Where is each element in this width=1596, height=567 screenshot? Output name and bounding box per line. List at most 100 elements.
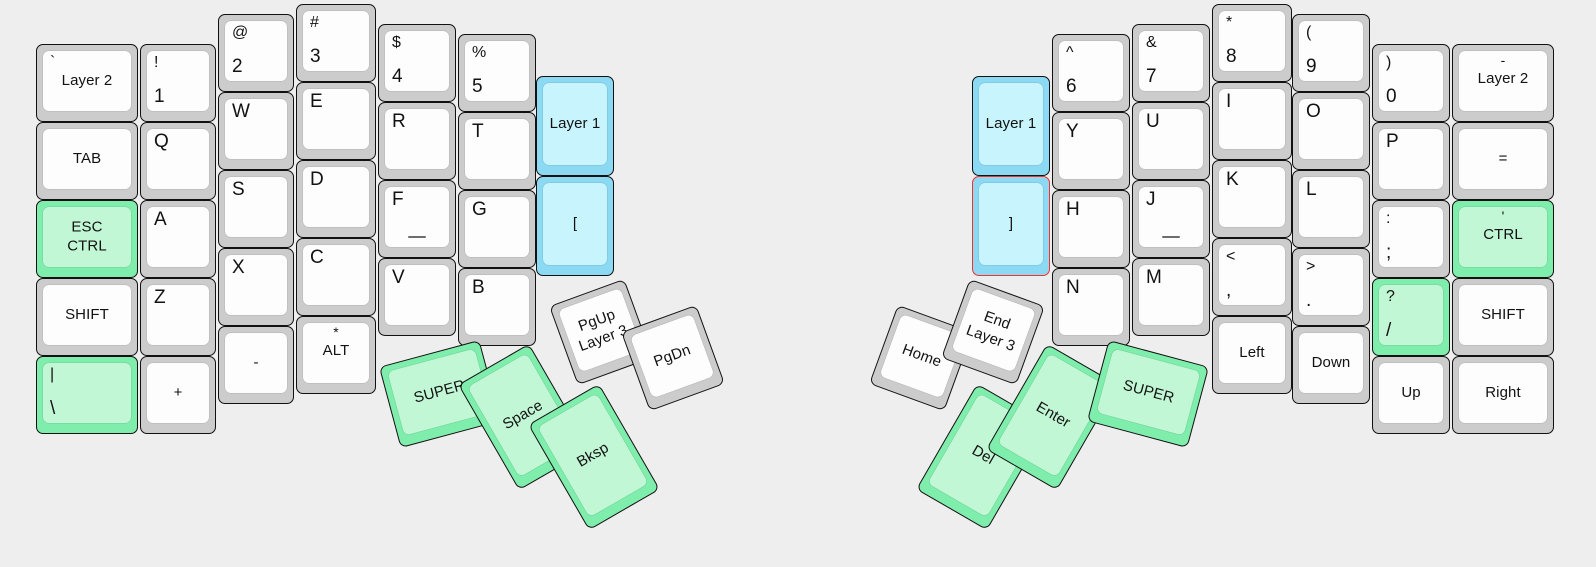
- key-cap: Z: [147, 285, 209, 345]
- legend-letter: Y: [1066, 121, 1079, 142]
- key-shift-right[interactable]: SHIFT: [1452, 278, 1554, 356]
- key-0[interactable]: )0: [1372, 44, 1450, 122]
- key-semicolon[interactable]: :;: [1372, 200, 1450, 278]
- key-o[interactable]: O: [1292, 92, 1370, 170]
- legend-top-center: *: [333, 324, 339, 340]
- key-bracket-left[interactable]: [: [536, 176, 614, 276]
- legend-letter: A: [154, 209, 167, 230]
- key-b[interactable]: B: [458, 268, 536, 346]
- key-4[interactable]: $4: [378, 24, 456, 102]
- key-h[interactable]: H: [1052, 190, 1130, 268]
- legend-top: <: [1226, 248, 1236, 265]
- legend-letter: F: [392, 189, 404, 210]
- key-w[interactable]: W: [218, 92, 294, 170]
- key-alt-left[interactable]: *ALT: [296, 316, 376, 394]
- key-i[interactable]: I: [1212, 82, 1292, 160]
- key-layer1-left[interactable]: Layer 1: [536, 76, 614, 176]
- key-slash[interactable]: ?/: [1372, 278, 1450, 356]
- key-cap: >.: [1299, 255, 1363, 315]
- key-d[interactable]: D: [296, 160, 376, 238]
- key-p[interactable]: P: [1372, 122, 1450, 200]
- key-j[interactable]: J: [1132, 180, 1210, 258]
- key-grave-layer2[interactable]: `Layer 2: [36, 44, 138, 122]
- key-q[interactable]: Q: [140, 122, 216, 200]
- key-5[interactable]: %5: [458, 34, 536, 112]
- key-l[interactable]: L: [1292, 170, 1370, 248]
- legend-letter: G: [472, 199, 487, 220]
- key-cap: ?/: [1379, 285, 1443, 345]
- key-cap: <,: [1219, 245, 1285, 305]
- key-y[interactable]: Y: [1052, 112, 1130, 190]
- key-left-arrow[interactable]: Left: [1212, 316, 1292, 394]
- key-v[interactable]: V: [378, 258, 456, 336]
- key-cap: X: [225, 255, 287, 315]
- key-8[interactable]: *8: [1212, 4, 1292, 82]
- key-cap: ^6: [1059, 41, 1123, 101]
- key-super-right[interactable]: SUPER: [1086, 339, 1210, 449]
- legend-top: #: [310, 14, 319, 31]
- key-tab[interactable]: TAB: [36, 122, 138, 200]
- legend-letter: S: [232, 179, 245, 200]
- key-pipe-backslash[interactable]: |\: [36, 356, 138, 434]
- key-cap: H: [1059, 197, 1123, 257]
- key-minus-layer2[interactable]: -Layer 2: [1452, 44, 1554, 122]
- legend-letter: T: [472, 121, 484, 142]
- key-right-arrow[interactable]: Right: [1452, 356, 1554, 434]
- key-r[interactable]: R: [378, 102, 456, 180]
- key-g[interactable]: G: [458, 190, 536, 268]
- key-cap: A: [147, 207, 209, 267]
- key-layer1-right[interactable]: Layer 1: [972, 76, 1050, 176]
- key-6[interactable]: ^6: [1052, 34, 1130, 112]
- legend-center: CTRL: [1483, 225, 1523, 243]
- key-f[interactable]: F: [378, 180, 456, 258]
- key-u[interactable]: U: [1132, 102, 1210, 180]
- key-quote-ctrl[interactable]: 'CTRL: [1452, 200, 1554, 278]
- key-9[interactable]: (9: [1292, 14, 1370, 92]
- key-equals[interactable]: =: [1452, 122, 1554, 200]
- legend-letter: L: [1306, 179, 1317, 200]
- key-period[interactable]: >.: [1292, 248, 1370, 326]
- key-cap: %5: [465, 41, 529, 101]
- key-c[interactable]: C: [296, 238, 376, 316]
- key-t[interactable]: T: [458, 112, 536, 190]
- key-7[interactable]: &7: [1132, 24, 1210, 102]
- key-a[interactable]: A: [140, 200, 216, 278]
- legend-center: Bksp: [573, 439, 612, 471]
- key-plus[interactable]: +: [140, 356, 216, 434]
- key-cap: PgDn: [630, 313, 715, 399]
- key-x[interactable]: X: [218, 248, 294, 326]
- key-cap: |\: [43, 363, 131, 423]
- legend-letter: J: [1146, 189, 1156, 210]
- key-e[interactable]: E: [296, 82, 376, 160]
- key-cap: V: [385, 265, 449, 325]
- key-shift-left[interactable]: SHIFT: [36, 278, 138, 356]
- legend-bottom: 4: [392, 66, 403, 88]
- key-minus[interactable]: -: [218, 326, 294, 404]
- key-1[interactable]: !1: [140, 44, 216, 122]
- legend-bottom: /: [1386, 320, 1392, 342]
- key-k[interactable]: K: [1212, 160, 1292, 238]
- key-z[interactable]: Z: [140, 278, 216, 356]
- key-cap: Layer 1: [979, 83, 1043, 165]
- legend-bottom: \: [50, 398, 56, 420]
- key-s[interactable]: S: [218, 170, 294, 248]
- key-up-arrow[interactable]: Up: [1372, 356, 1450, 434]
- key-3[interactable]: #3: [296, 4, 376, 82]
- key-cap: SUPER: [1096, 348, 1201, 436]
- key-cap: =: [1459, 129, 1547, 189]
- key-2[interactable]: @2: [218, 14, 294, 92]
- key-m[interactable]: M: [1132, 258, 1210, 336]
- key-bracket-right[interactable]: ]: [972, 176, 1050, 276]
- key-cap: I: [1219, 89, 1285, 149]
- legend-center: -: [253, 354, 259, 372]
- key-down-arrow[interactable]: Down: [1292, 326, 1370, 404]
- key-cap: M: [1139, 265, 1203, 325]
- key-n[interactable]: N: [1052, 268, 1130, 346]
- key-comma[interactable]: <,: [1212, 238, 1292, 316]
- legend-center: Layer 1: [549, 115, 601, 133]
- key-cap: *ALT: [303, 323, 369, 383]
- key-cap: Y: [1059, 119, 1123, 179]
